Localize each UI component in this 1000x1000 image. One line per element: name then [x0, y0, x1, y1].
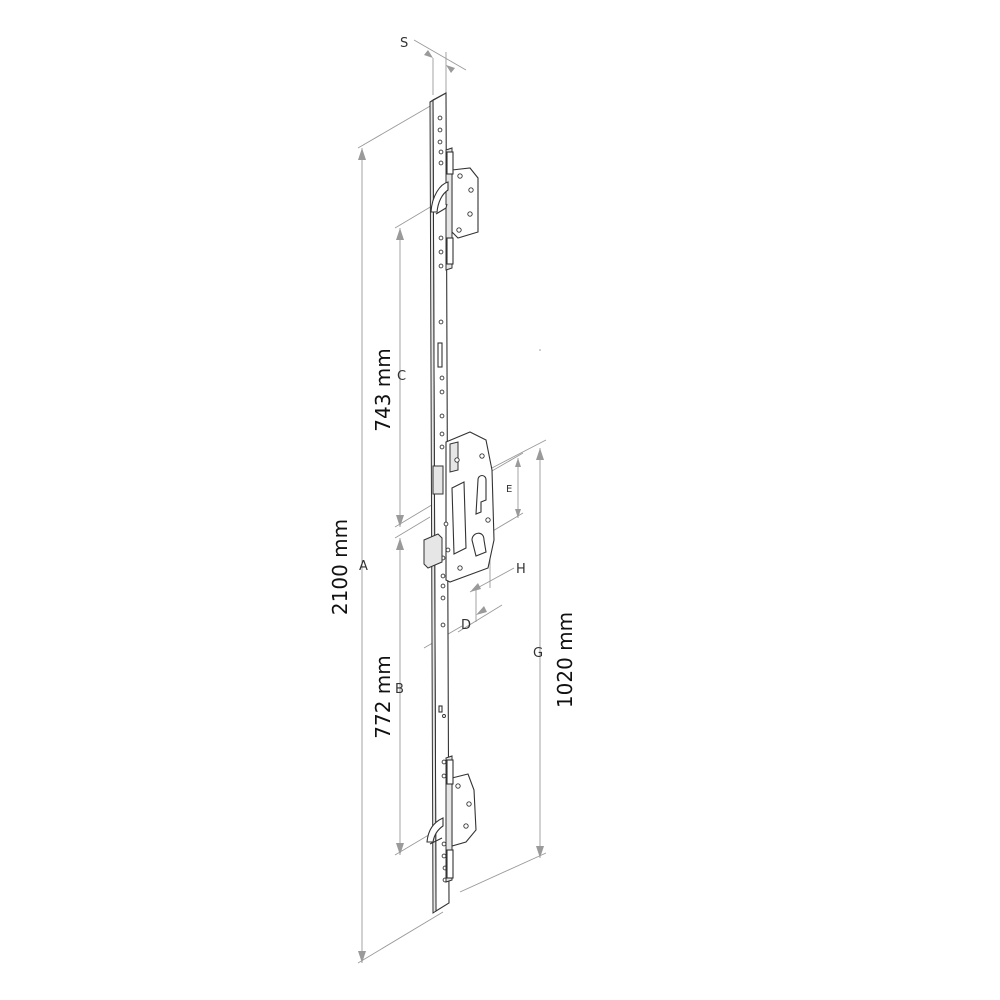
label-c: C	[397, 369, 406, 384]
lower-hook-lock	[426, 755, 477, 883]
measure-a: 2100 mm	[328, 519, 352, 615]
label-e: E	[506, 484, 512, 495]
faceplate	[429, 92, 450, 914]
measure-b: 772 mm	[371, 655, 395, 739]
label-s: S	[400, 36, 408, 51]
central-gearbox	[423, 431, 495, 583]
measure-c: 743 mm	[371, 348, 395, 432]
label-g: G	[533, 646, 543, 661]
label-a: A	[359, 559, 368, 574]
upper-hook-lock	[430, 147, 479, 271]
stray-mark	[539, 349, 541, 351]
label-d: D	[461, 618, 471, 633]
label-h: H	[516, 562, 526, 577]
measure-g: 1020 mm	[553, 612, 577, 708]
faceplate-slots	[437, 342, 443, 713]
label-b: B	[395, 682, 404, 697]
